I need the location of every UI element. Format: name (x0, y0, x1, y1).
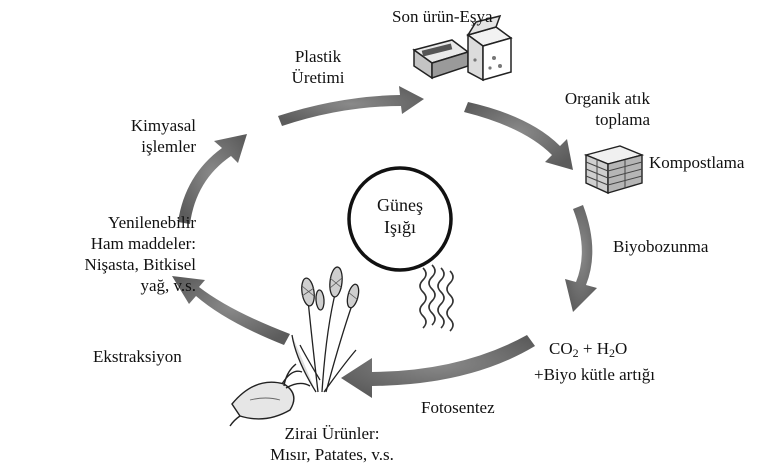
label-plastic-line1: Plastik (268, 46, 368, 67)
label-organic-line1: Organik atık (520, 88, 650, 109)
label-compost: Kompostlama (649, 152, 744, 173)
label-biodegradation: Biyobozunma (613, 236, 708, 257)
co2-prefix: CO (549, 339, 573, 358)
label-plastic-line2: Üretimi (268, 67, 368, 88)
label-extraction: Ekstraksiyon (93, 346, 182, 367)
label-plastic-production: Plastik Üretimi (268, 46, 368, 88)
label-crops: Zirai Ürünler: Mısır, Patates, v.s. (232, 423, 432, 465)
arrow-biodegradation (565, 205, 597, 312)
arrow-photosynthesis (341, 335, 535, 398)
label-crops-line1: Zirai Ürünler: (232, 423, 432, 444)
label-raw-line3: Nişasta, Bitkisel (0, 254, 196, 275)
root-vegetable-icon (230, 364, 310, 426)
label-raw-line4: yağ, v.s. (0, 275, 196, 296)
label-chem-line1: Kimyasal (80, 115, 196, 136)
label-photosynthesis: Fotosentez (421, 397, 495, 418)
label-raw-materials: Yenilenebilir Ham maddeler: Nişasta, Bit… (0, 212, 196, 296)
label-product: Son ürün-Eşya (392, 6, 493, 27)
label-chemical-processing: Kimyasal işlemler (80, 115, 196, 157)
co2-mid: + H (579, 339, 609, 358)
label-organic-line2: toplama (520, 109, 650, 130)
sun-label-line1: Güneş (360, 194, 440, 216)
sunlight-waves-icon (420, 265, 453, 331)
label-raw-line2: Ham maddeler: (0, 233, 196, 254)
label-crops-line2: Mısır, Patates, v.s. (232, 444, 432, 465)
label-co2-h2o: CO2 + H2O (549, 338, 627, 359)
sun-label-line2: Işığı (360, 216, 440, 238)
label-biomass: +Biyo kütle artığı (534, 364, 655, 385)
label-raw-line1: Yenilenebilir (0, 212, 196, 233)
h2o-suffix: O (615, 339, 627, 358)
arrow-plastic-production (278, 86, 424, 126)
sun-label: Güneş Işığı (360, 194, 440, 238)
label-chem-line2: işlemler (80, 136, 196, 157)
compost-bin-icon (586, 146, 642, 193)
label-organic-collection: Organik atık toplama (520, 88, 650, 130)
